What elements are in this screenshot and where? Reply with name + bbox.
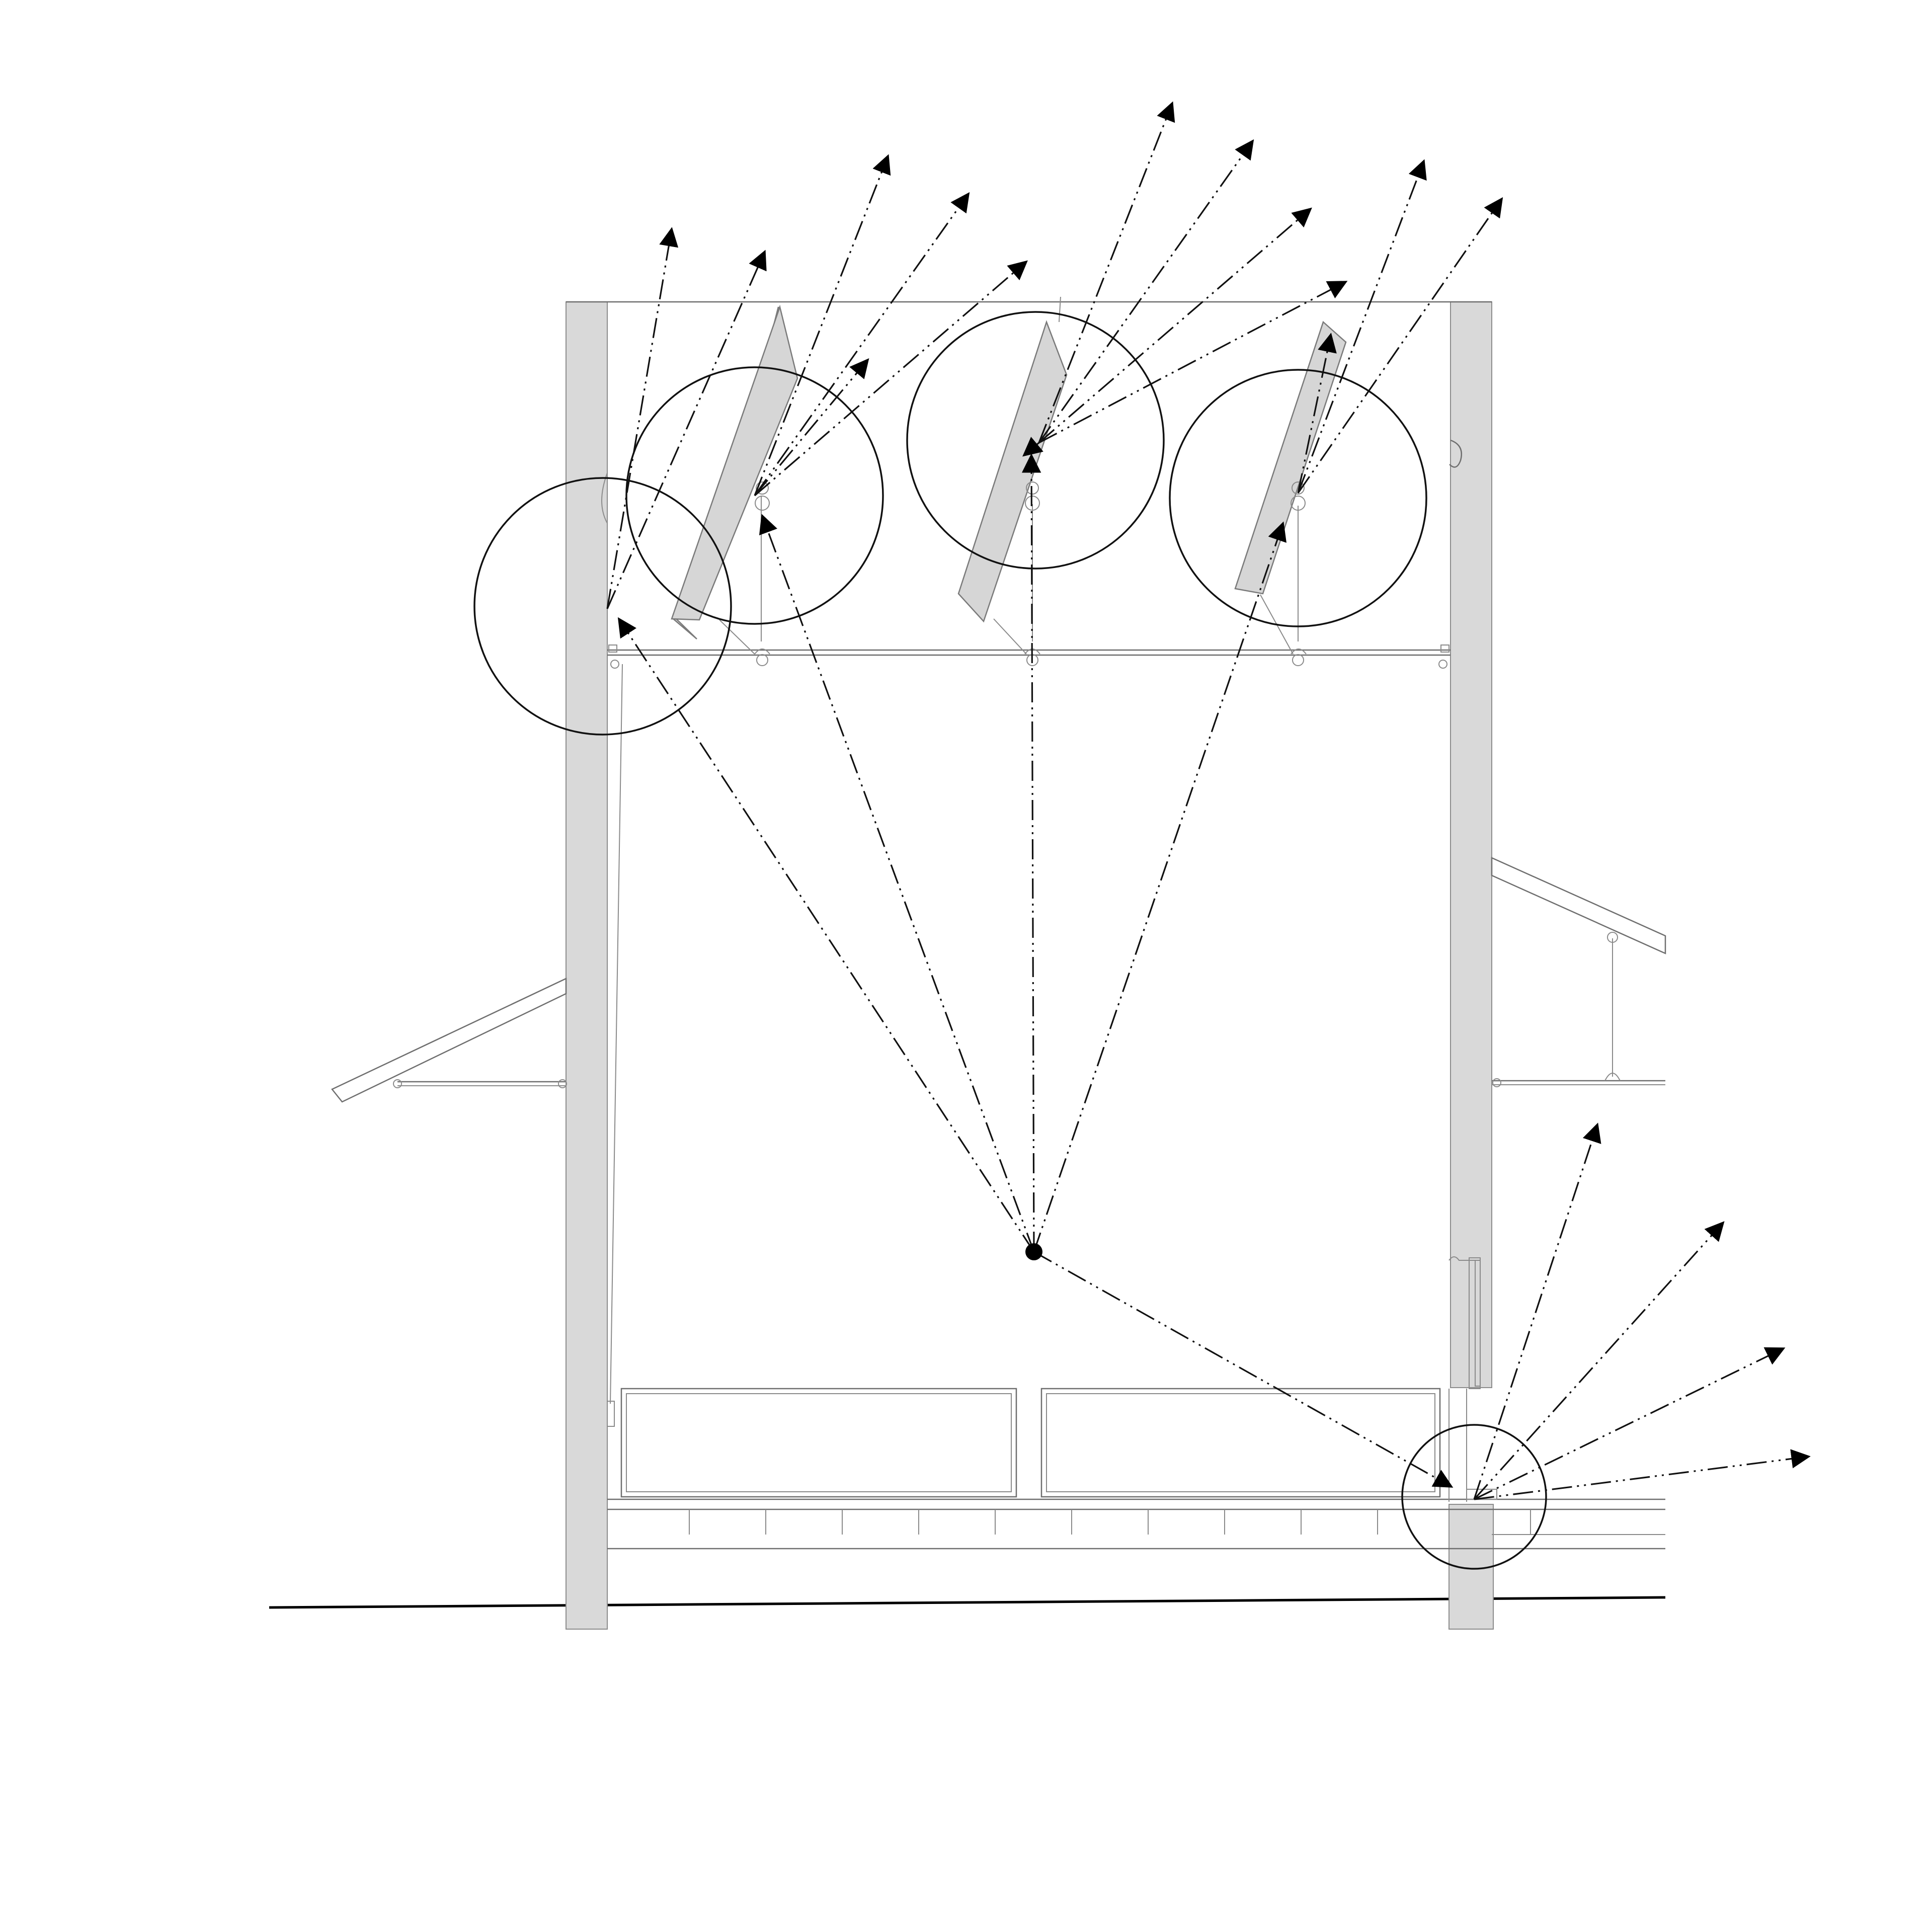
left-canopy [331, 978, 567, 1103]
detail-circle-5 [1401, 1424, 1547, 1570]
detail-circle-3 [906, 311, 1165, 570]
light-ray-17 [1297, 159, 1427, 494]
light-ray-8 [754, 154, 891, 496]
detail-circle-4 [1169, 369, 1427, 627]
left-interior-rod [610, 664, 623, 1404]
detail-circle-2 [625, 366, 884, 625]
light-ray-21 [1473, 1221, 1725, 1500]
left-wall-fixture [607, 1401, 615, 1427]
floor-joists [689, 1509, 1531, 1535]
light-ray-22 [1474, 1347, 1786, 1500]
floor-bay-1 [620, 1388, 1017, 1498]
light-ray-11 [754, 358, 869, 497]
reflector-panel-3 [1234, 320, 1347, 666]
detail-circles [473, 311, 1547, 1570]
reflector-panel-1 [671, 304, 798, 666]
light-ray-6 [606, 227, 679, 609]
light-ray-5 [1033, 1251, 1454, 1488]
light-ray-16 [1022, 437, 1043, 457]
light-ray-2 [759, 514, 1035, 1252]
light-rays [606, 101, 1811, 1500]
light-ray-23 [1474, 1449, 1811, 1500]
light-ray-13 [1038, 139, 1254, 443]
light-ray-1 [617, 617, 1035, 1252]
right-canopy [1491, 857, 1666, 1087]
light-ray-19 [1297, 333, 1337, 494]
light-ray-3 [1021, 453, 1041, 1252]
light-ray-12 [1038, 101, 1175, 443]
floor-bay-2 [1040, 1388, 1441, 1498]
light-source-point [1025, 1243, 1042, 1260]
right-wall [1448, 301, 1494, 1630]
light-ray-9 [754, 192, 970, 496]
ground-line [269, 1596, 1666, 1609]
light-ray-20 [1473, 1122, 1601, 1500]
light-ray-14 [1038, 207, 1312, 444]
detail-circle-1 [473, 477, 732, 736]
reflector-panel-2 [957, 296, 1068, 666]
floor-structure [607, 1498, 1665, 1550]
light-ray-15 [1038, 281, 1348, 444]
light-ray-7 [606, 250, 767, 609]
light-ray-4 [1033, 521, 1286, 1252]
left-wall [566, 301, 608, 1630]
